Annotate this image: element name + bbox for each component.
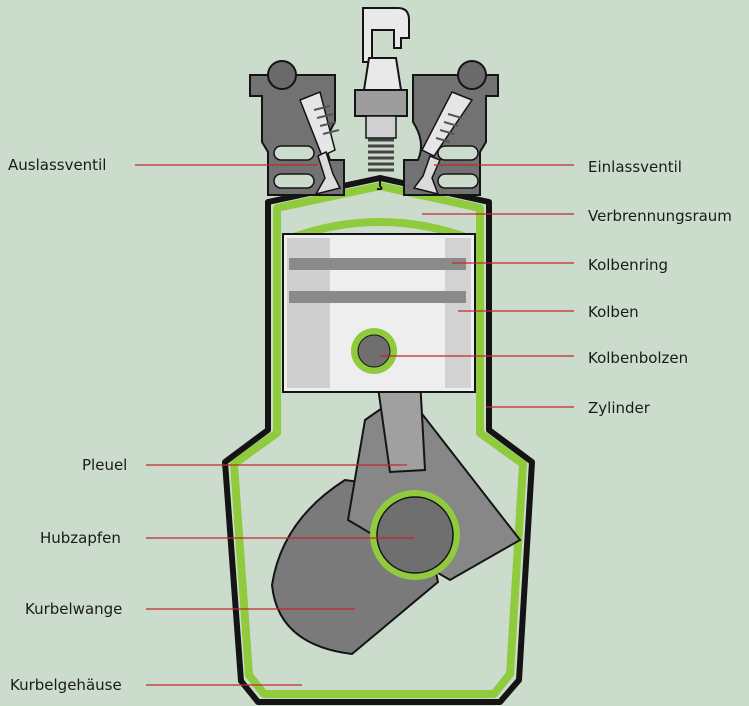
label-verbrennungsraum: Verbrennungsraum: [588, 207, 732, 225]
label-kolbenring: Kolbenring: [588, 256, 668, 274]
label-kurbelwange: Kurbelwange: [25, 600, 122, 618]
intake-valve-assembly: [404, 61, 498, 195]
label-hubzapfen: Hubzapfen: [40, 529, 121, 547]
spark-plug: [355, 8, 409, 189]
label-auslassventil: Auslassventil: [8, 156, 106, 174]
label-kurbelgehaeuse: Kurbelgehäuse: [10, 676, 122, 694]
label-kolben: Kolben: [588, 303, 639, 321]
piston: [283, 234, 475, 392]
label-kolbenbolzen: Kolbenbolzen: [588, 349, 688, 367]
label-zylinder: Zylinder: [588, 399, 650, 417]
label-pleuel: Pleuel: [82, 456, 127, 474]
exhaust-valve-assembly: [250, 61, 344, 195]
label-einlassventil: Einlassventil: [588, 158, 682, 176]
